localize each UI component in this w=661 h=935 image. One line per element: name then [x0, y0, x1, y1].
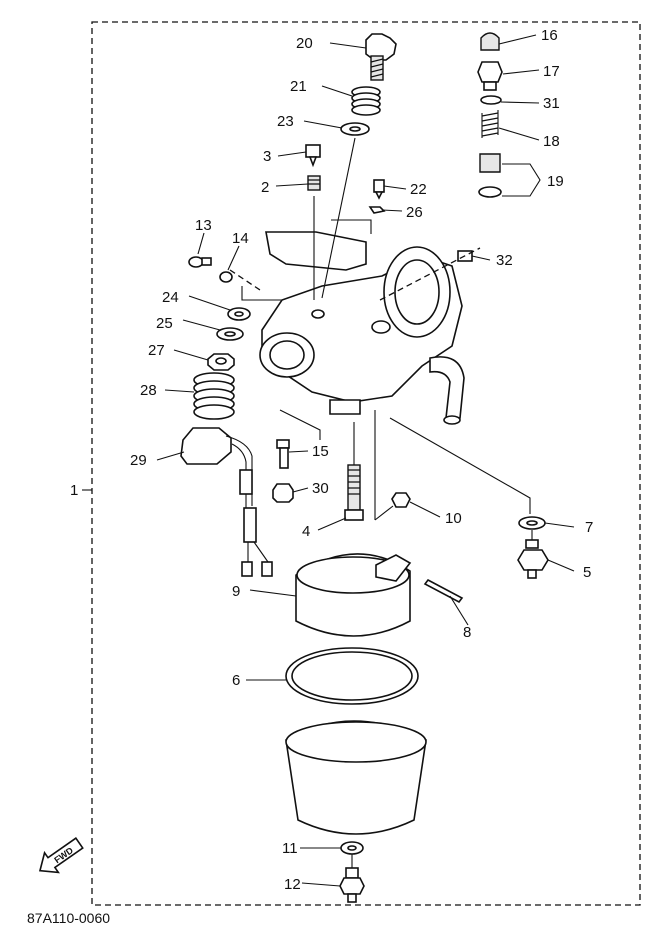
callout-labels: 20 21 23 3 2 22 26 16 17 31 18 19 13 14 …: [70, 27, 593, 893]
callout-10: 10: [445, 510, 462, 527]
fwd-arrow-icon: FWD: [38, 837, 84, 874]
part-10-main-jet: [391, 492, 411, 508]
part-20-throttle-stop-screw: [365, 33, 397, 81]
callout-14: 14: [232, 230, 249, 247]
part-19-valve: [478, 153, 502, 198]
callout-21: 21: [290, 78, 307, 95]
part-2-pilot-jet: [307, 175, 321, 191]
part-24-washer: [227, 307, 251, 321]
part-29-starter-plunger: [180, 427, 273, 577]
part-27-nut: [207, 353, 235, 371]
callout-25: 25: [156, 315, 173, 332]
part-3-screw: [305, 144, 321, 168]
callout-17: 17: [543, 63, 560, 80]
callout-16: 16: [541, 27, 558, 44]
callout-19: 19: [547, 173, 564, 190]
carburetor-body: [259, 231, 465, 425]
callout-31: 31: [543, 95, 560, 112]
callout-26: 26: [406, 204, 423, 221]
float-bowl: [285, 720, 427, 835]
part-15-jet: [276, 439, 290, 469]
callout-27: 27: [148, 342, 165, 359]
part-8-pin: [423, 578, 464, 604]
part-22-screw: [373, 179, 385, 200]
callout-29: 29: [130, 452, 147, 469]
assembly-guide-lines: [82, 137, 533, 868]
callout-32: 32: [496, 252, 513, 269]
callout-4: 4: [302, 523, 310, 540]
callout-7: 7: [585, 519, 593, 536]
part-7-washer: [518, 516, 546, 530]
callout-13: 13: [195, 217, 212, 234]
part-11-washer: [340, 841, 364, 855]
callout-30: 30: [312, 480, 329, 497]
callout-22: 22: [410, 181, 427, 198]
part-30-nut: [272, 483, 294, 503]
callout-5: 5: [583, 564, 591, 581]
part-18-spring: [481, 110, 499, 138]
part-9-float: [295, 553, 412, 637]
callout-15: 15: [312, 443, 329, 460]
part-13-screw: [188, 256, 212, 268]
callout-6: 6: [232, 672, 240, 689]
part-6-gasket: [285, 647, 419, 705]
assembly-boundary: [91, 21, 641, 906]
callout-1: 1: [70, 482, 78, 499]
callout-18: 18: [543, 133, 560, 150]
callout-2: 2: [261, 179, 269, 196]
part-25-washer: [216, 327, 244, 341]
part-17-screw: [477, 61, 503, 91]
callout-12: 12: [284, 876, 301, 893]
callout-20: 20: [296, 35, 313, 52]
callout-3: 3: [263, 148, 271, 165]
part-14-washer: [219, 271, 233, 283]
part-16-cap: [480, 32, 500, 51]
part-31-o-ring: [480, 95, 502, 105]
callout-11: 11: [282, 840, 298, 857]
part-4-main-nozzle: [344, 464, 364, 521]
callout-8: 8: [463, 624, 471, 641]
part-28-spring: [193, 372, 235, 420]
part-21-spring: [351, 86, 381, 116]
callout-24: 24: [162, 289, 179, 306]
part-23-washer: [340, 122, 370, 136]
drawing-code: 87A110-0060: [27, 910, 110, 926]
part-12-drain-bolt: [339, 867, 365, 903]
part-5-drain-screw: [517, 539, 549, 579]
callout-9: 9: [232, 583, 240, 600]
leader-lines: [156, 34, 575, 887]
callout-23: 23: [277, 113, 294, 130]
callout-28: 28: [140, 382, 157, 399]
part-26-clip: [368, 206, 386, 214]
